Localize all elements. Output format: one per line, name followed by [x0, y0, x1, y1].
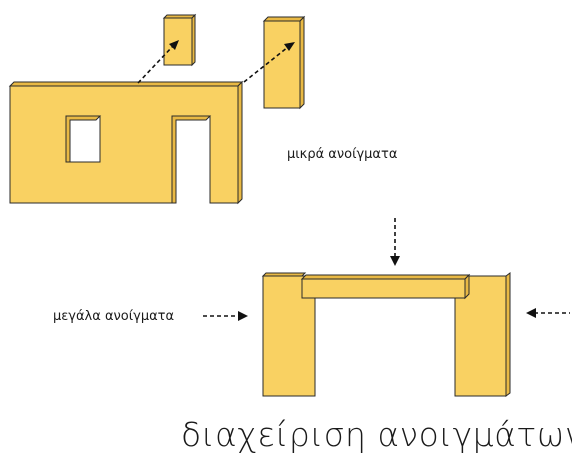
door-block-side — [262, 16, 306, 22]
lintel-edge — [464, 273, 470, 300]
door-block — [263, 20, 301, 109]
door-extract-arrow-head — [284, 42, 295, 51]
top-load-arrow-head — [390, 256, 400, 266]
diagram-title: διαχείριση ανοιγμάτων — [181, 415, 572, 454]
window-reveal — [65, 115, 102, 163]
window-extract-arrow-head — [169, 40, 179, 50]
left-load-arrow-head — [238, 311, 248, 321]
large-opening-frame-group: μεγάλα ανοίγματα — [53, 218, 570, 397]
large-openings-label: μεγάλα ανοίγματα — [53, 309, 174, 324]
wall-top-edge — [8, 81, 244, 87]
door-block-edge — [299, 15, 305, 110]
lintel-top — [300, 274, 471, 280]
wall-front-face — [9, 85, 239, 204]
right-load-arrow-head — [526, 308, 536, 318]
door-extract-arrow-line — [243, 46, 289, 83]
wall-right-edge — [237, 80, 243, 205]
door-reveal — [171, 115, 212, 204]
window-extract-arrow-line — [137, 45, 174, 84]
small-openings-wall-group: μικρά ανοίγματα — [8, 13, 397, 205]
lintel-beam — [301, 278, 466, 299]
right-pier-edge — [505, 272, 511, 397]
small-openings-label: μικρά ανοίγματα — [287, 147, 397, 162]
